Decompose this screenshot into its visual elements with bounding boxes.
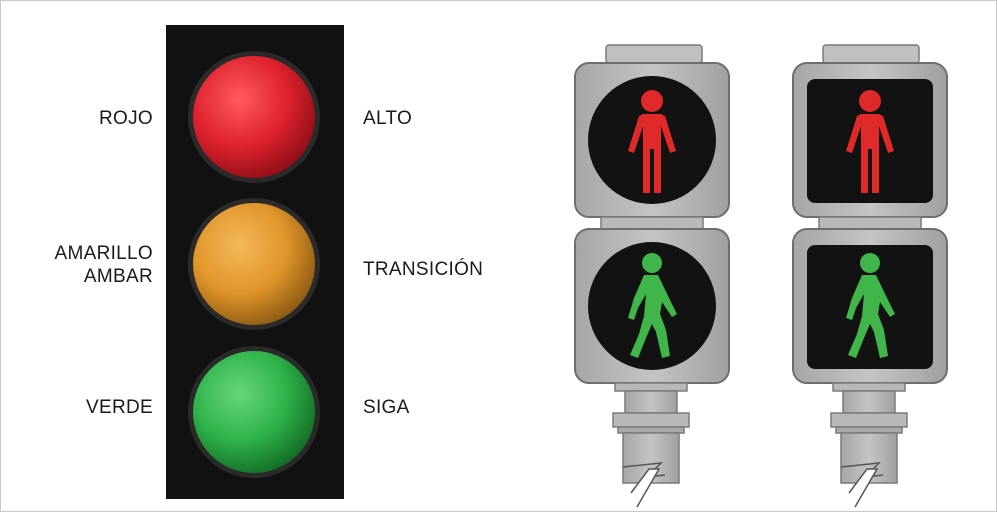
module-connector [819,217,921,229]
signal-cap [606,45,702,63]
signal-pole [613,383,689,507]
signal-cap [823,45,919,63]
red-lamp [193,56,315,178]
amber-lamp [193,203,315,325]
module-connector [601,217,703,229]
pedestrian-signal-square [793,45,947,507]
vehicle-traffic-light [166,25,344,499]
green-lamp [193,351,315,473]
signal-pole [831,383,907,507]
pedestrian-signal-round [575,45,729,507]
